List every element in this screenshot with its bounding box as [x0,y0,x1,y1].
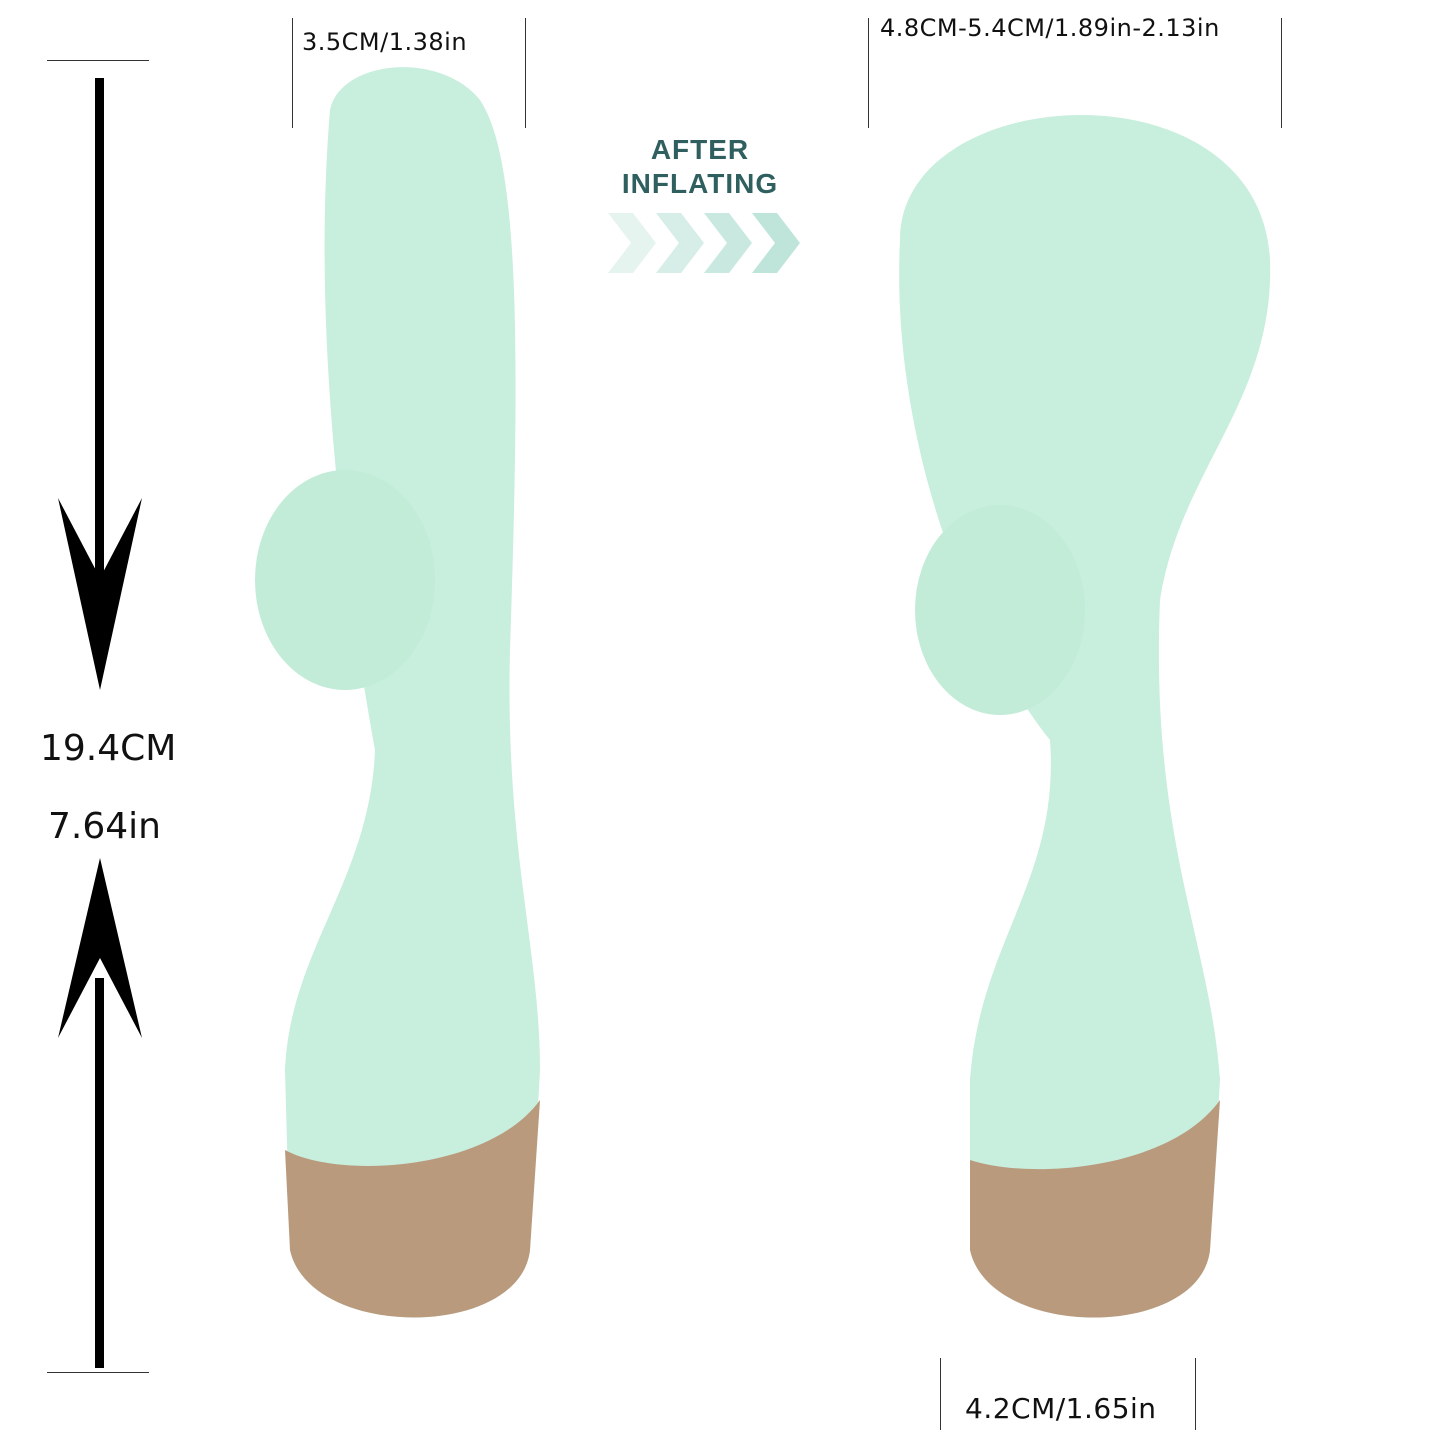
width-after-label: 4.8CM-5.4CM/1.89in-2.13in [880,14,1220,42]
base-right-tick [1195,1358,1196,1430]
length-in-label: 7.64in [48,806,161,847]
length-arrow-icon [58,78,142,1368]
length-top-tick [47,60,149,61]
length-bottom-tick [47,1372,149,1373]
base-left-tick [940,1358,941,1430]
product-after-shape [899,115,1271,1318]
width-after-left-tick [868,18,869,128]
base-width-label: 4.2CM/1.65in [965,1392,1157,1425]
width-before-left-tick [292,18,293,128]
product-before-shape [255,67,540,1318]
after-label: AFTER [650,134,750,165]
chevrons-icon [608,213,800,273]
width-before-label: 3.5CM/1.38in [302,28,468,56]
width-after-right-tick [1281,18,1282,128]
inflating-label: INFLATING [621,168,779,199]
after-inflating-heading: AFTER INFLATING [600,133,800,201]
width-before-right-tick [525,18,526,128]
length-cm-label: 19.4CM [40,728,177,769]
